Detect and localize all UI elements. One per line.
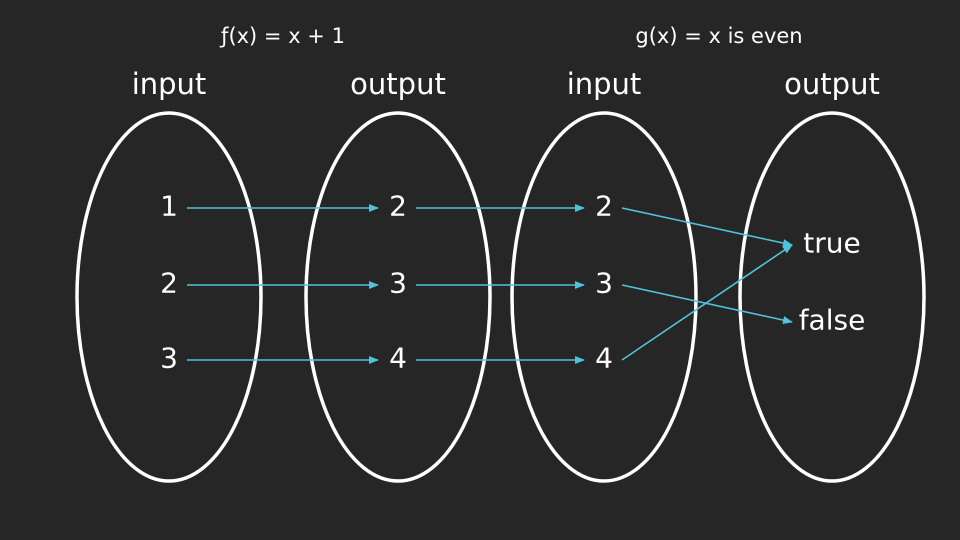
element-value-col4-2: false [799,304,866,337]
g-function-label: g(x) = x is even [635,24,802,48]
column-headers: input output input output [132,67,880,101]
mapping-arrow-8 [621,284,793,324]
set-oval-2 [304,111,492,483]
element-values: 1 2 3 2 3 4 2 3 4 true false [160,190,865,375]
set-oval-1 [75,111,263,483]
element-value-col2-1: 2 [389,190,407,223]
column-header-1: input [132,67,207,101]
mapping-arrow-7 [621,207,793,247]
element-value-col4-1: true [803,227,860,260]
set-oval-3 [510,111,698,483]
column-header-4: output [784,67,880,101]
set-oval-4 [738,111,926,483]
element-value-col3-1: 2 [595,190,613,223]
set-ovals [75,111,926,483]
f-function-label: ƒ(x) = x + 1 [219,24,345,48]
element-value-col1-3: 3 [160,342,178,375]
mapping-arrow-9 [621,244,793,361]
mapping-arrows [187,204,793,364]
element-value-col3-3: 4 [595,342,613,375]
element-value-col2-3: 4 [389,342,407,375]
column-header-3: input [567,67,642,101]
element-value-col3-2: 3 [595,267,613,300]
element-value-col1-1: 1 [160,190,178,223]
column-header-2: output [350,67,446,101]
element-value-col1-2: 2 [160,267,178,300]
element-value-col2-2: 3 [389,267,407,300]
